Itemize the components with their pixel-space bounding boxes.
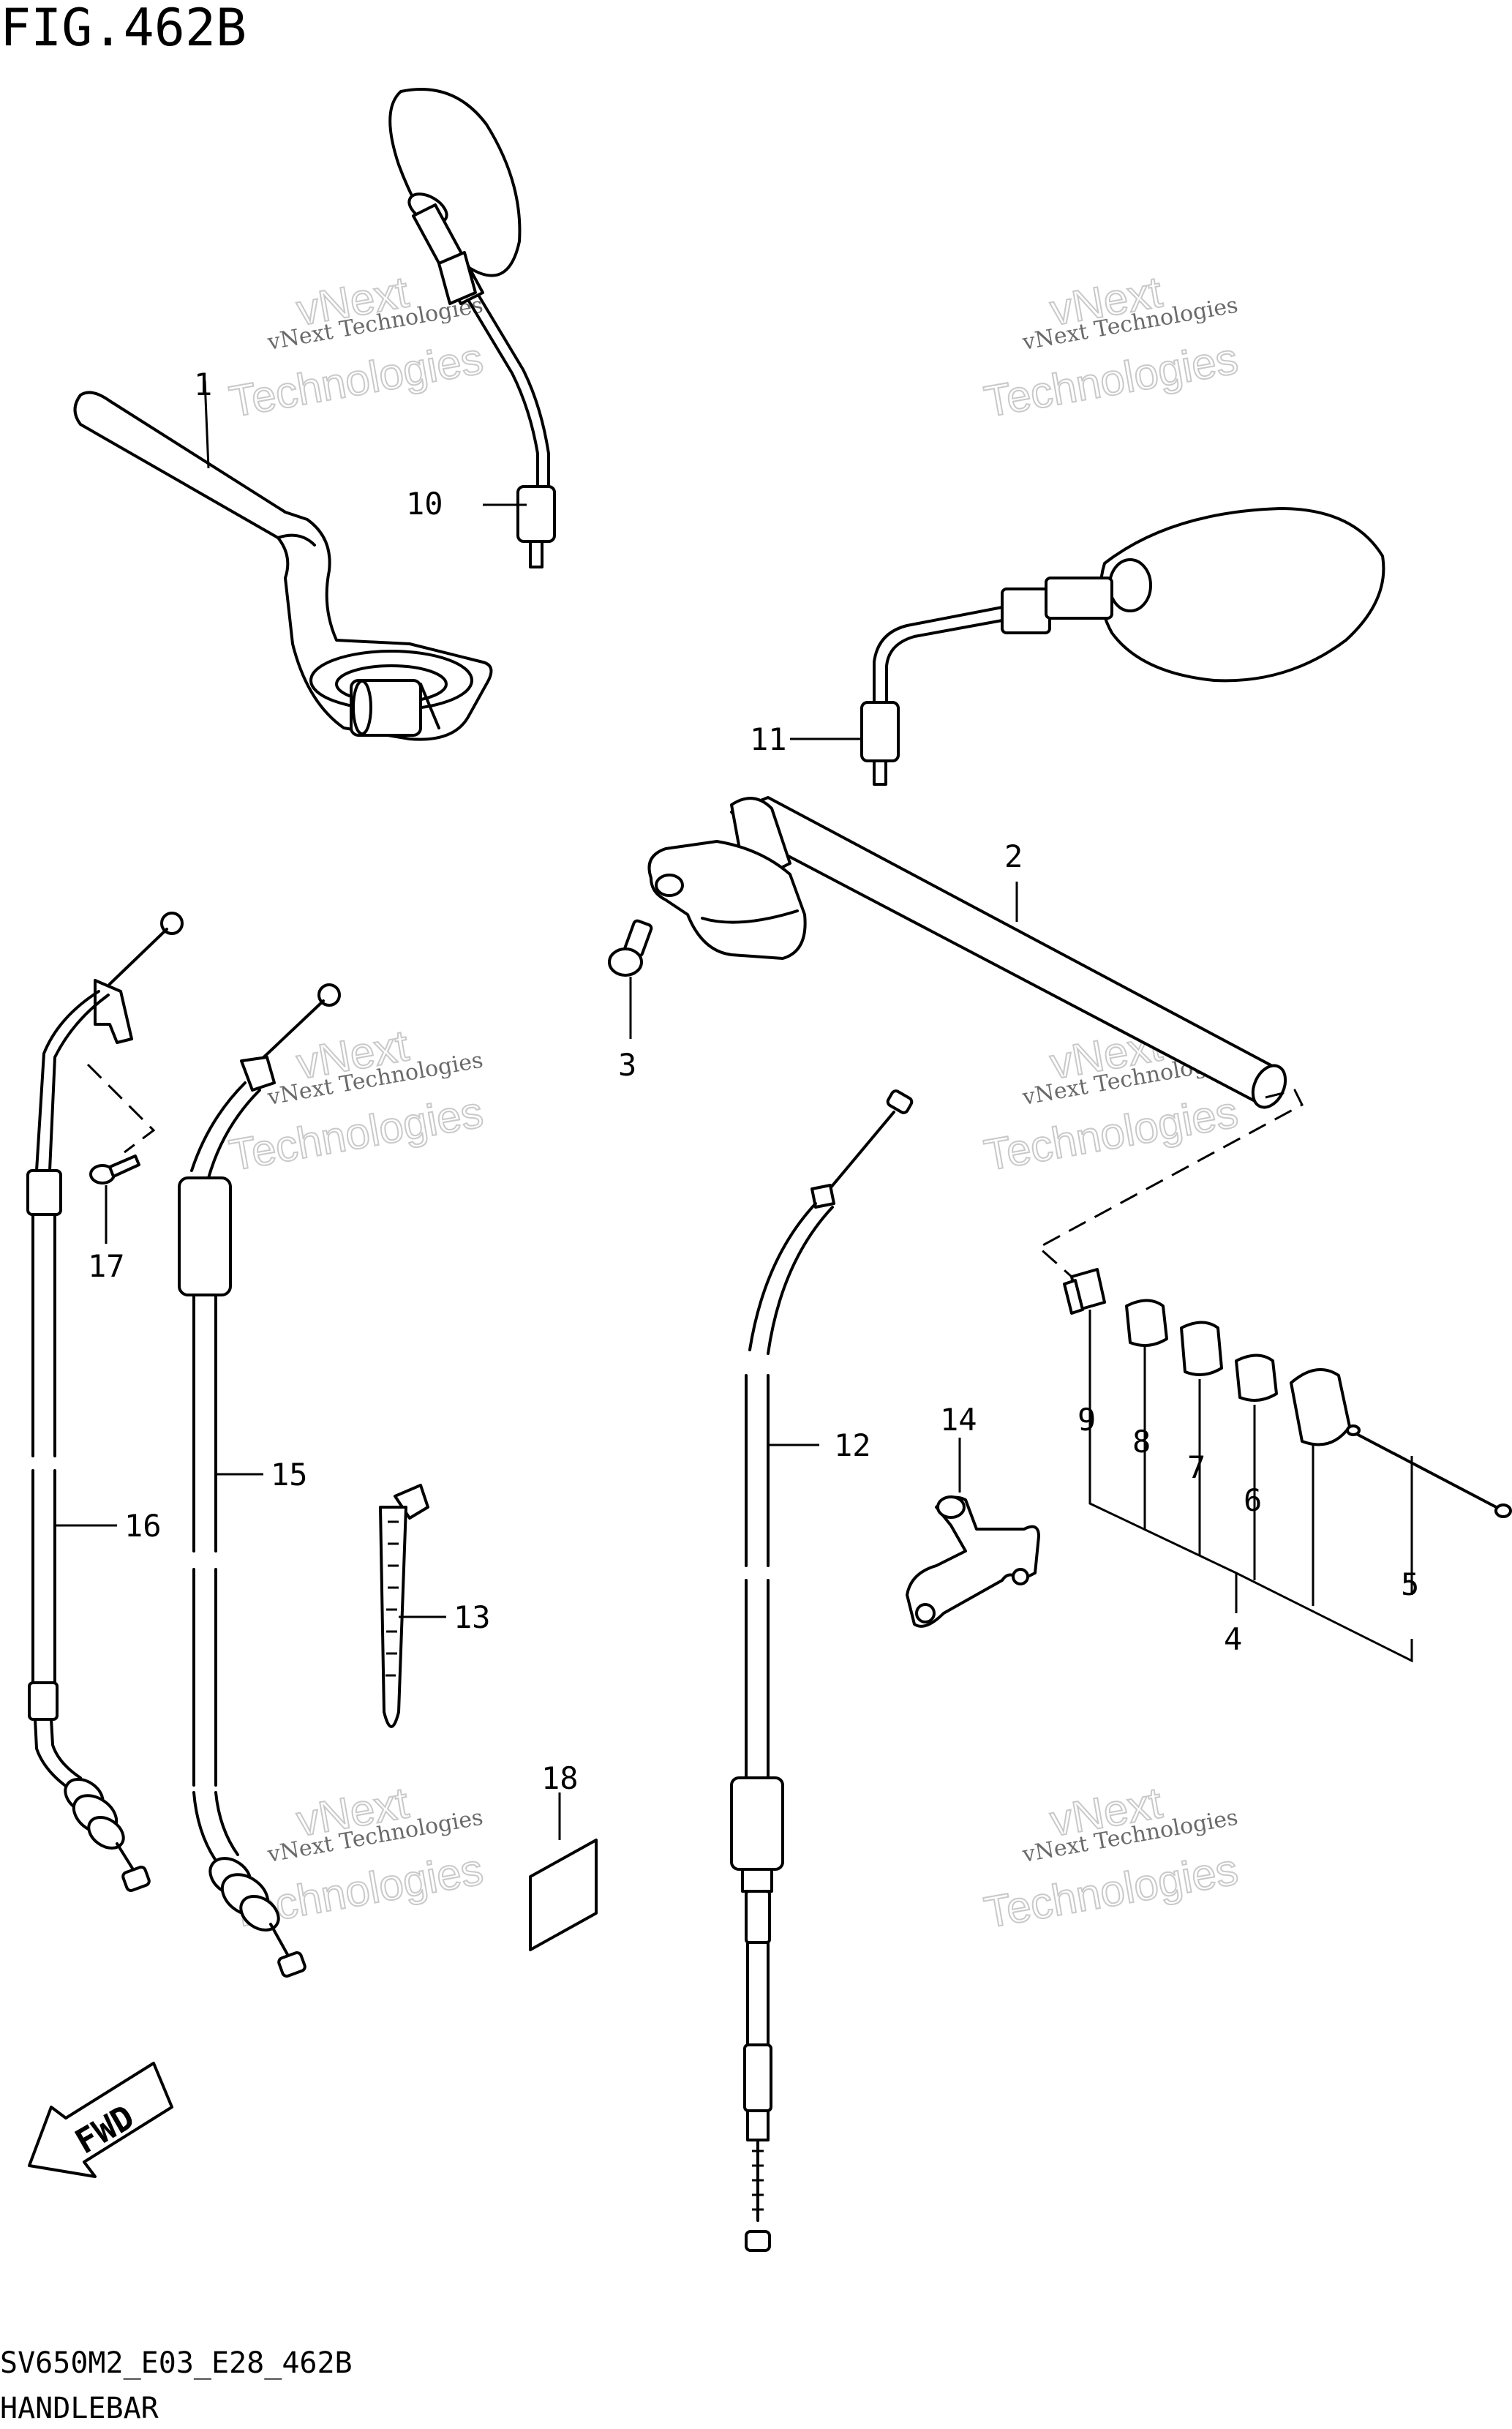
bolt [608,919,653,977]
assembly-guide-line [1037,1089,1304,1278]
screw [89,1155,140,1185]
watermark-outline: Technologies [981,334,1242,427]
callout-14: 14 [940,1402,977,1438]
callout-18: 18 [541,1760,579,1796]
callout-2: 2 [1004,838,1023,874]
callout-17: 17 [88,1248,125,1284]
clutch-cable [730,1089,914,2252]
callout-6: 6 [1244,1482,1262,1518]
label-sheet [529,1839,598,1951]
watermark-top-right: vNext Technologies vNext Technologies [980,266,1243,427]
throttle-cable-1 [26,912,184,1892]
forward-arrow: FWD [28,2062,173,2178]
figure-name: HANDLEBAR [0,2392,159,2425]
watermark-outline: Technologies [226,1087,487,1180]
callout-11: 11 [750,721,787,757]
bracket [906,1495,1040,1628]
callout-7: 7 [1187,1449,1206,1485]
group-bracket-4 [1088,1310,1413,1663]
cable-tie [379,1484,429,1728]
callout-9: 9 [1077,1402,1096,1438]
left-handlebar [73,391,493,741]
callout-1: 1 [194,367,212,402]
callout-15: 15 [271,1457,308,1493]
watermark-outline: Technologies [981,1087,1242,1180]
callouts: 1 2 3 4 5 6 7 8 9 10 11 12 13 14 15 16 1… [88,367,1419,1796]
callout-13: 13 [454,1599,491,1635]
callout-8: 8 [1132,1424,1151,1460]
callout-12: 12 [834,1427,871,1463]
callout-16: 16 [124,1508,162,1544]
bar-end-assembly [1063,1268,1512,1518]
left-mirror [388,88,556,568]
watermark-outline: Technologies [226,334,487,427]
callout-4: 4 [1224,1621,1242,1657]
callout-3: 3 [618,1047,636,1083]
callout-5: 5 [1401,1566,1419,1602]
right-mirror [860,507,1385,786]
watermark-outline: Technologies [981,1844,1242,1937]
right-handlebar [647,796,1287,1109]
figure-title: FIG.462B [0,0,247,58]
figure-code: SV650M2_E03_E28_462B [0,2346,353,2380]
throttle-cable-2 [178,983,341,1978]
watermark-mid-left: vNext Technologies vNext Technologies [225,1020,488,1181]
watermark-bottom-right: vNext Technologies vNext Technologies [980,1777,1243,1938]
callout-10: 10 [406,486,443,522]
leader-lines [55,380,1018,1840]
